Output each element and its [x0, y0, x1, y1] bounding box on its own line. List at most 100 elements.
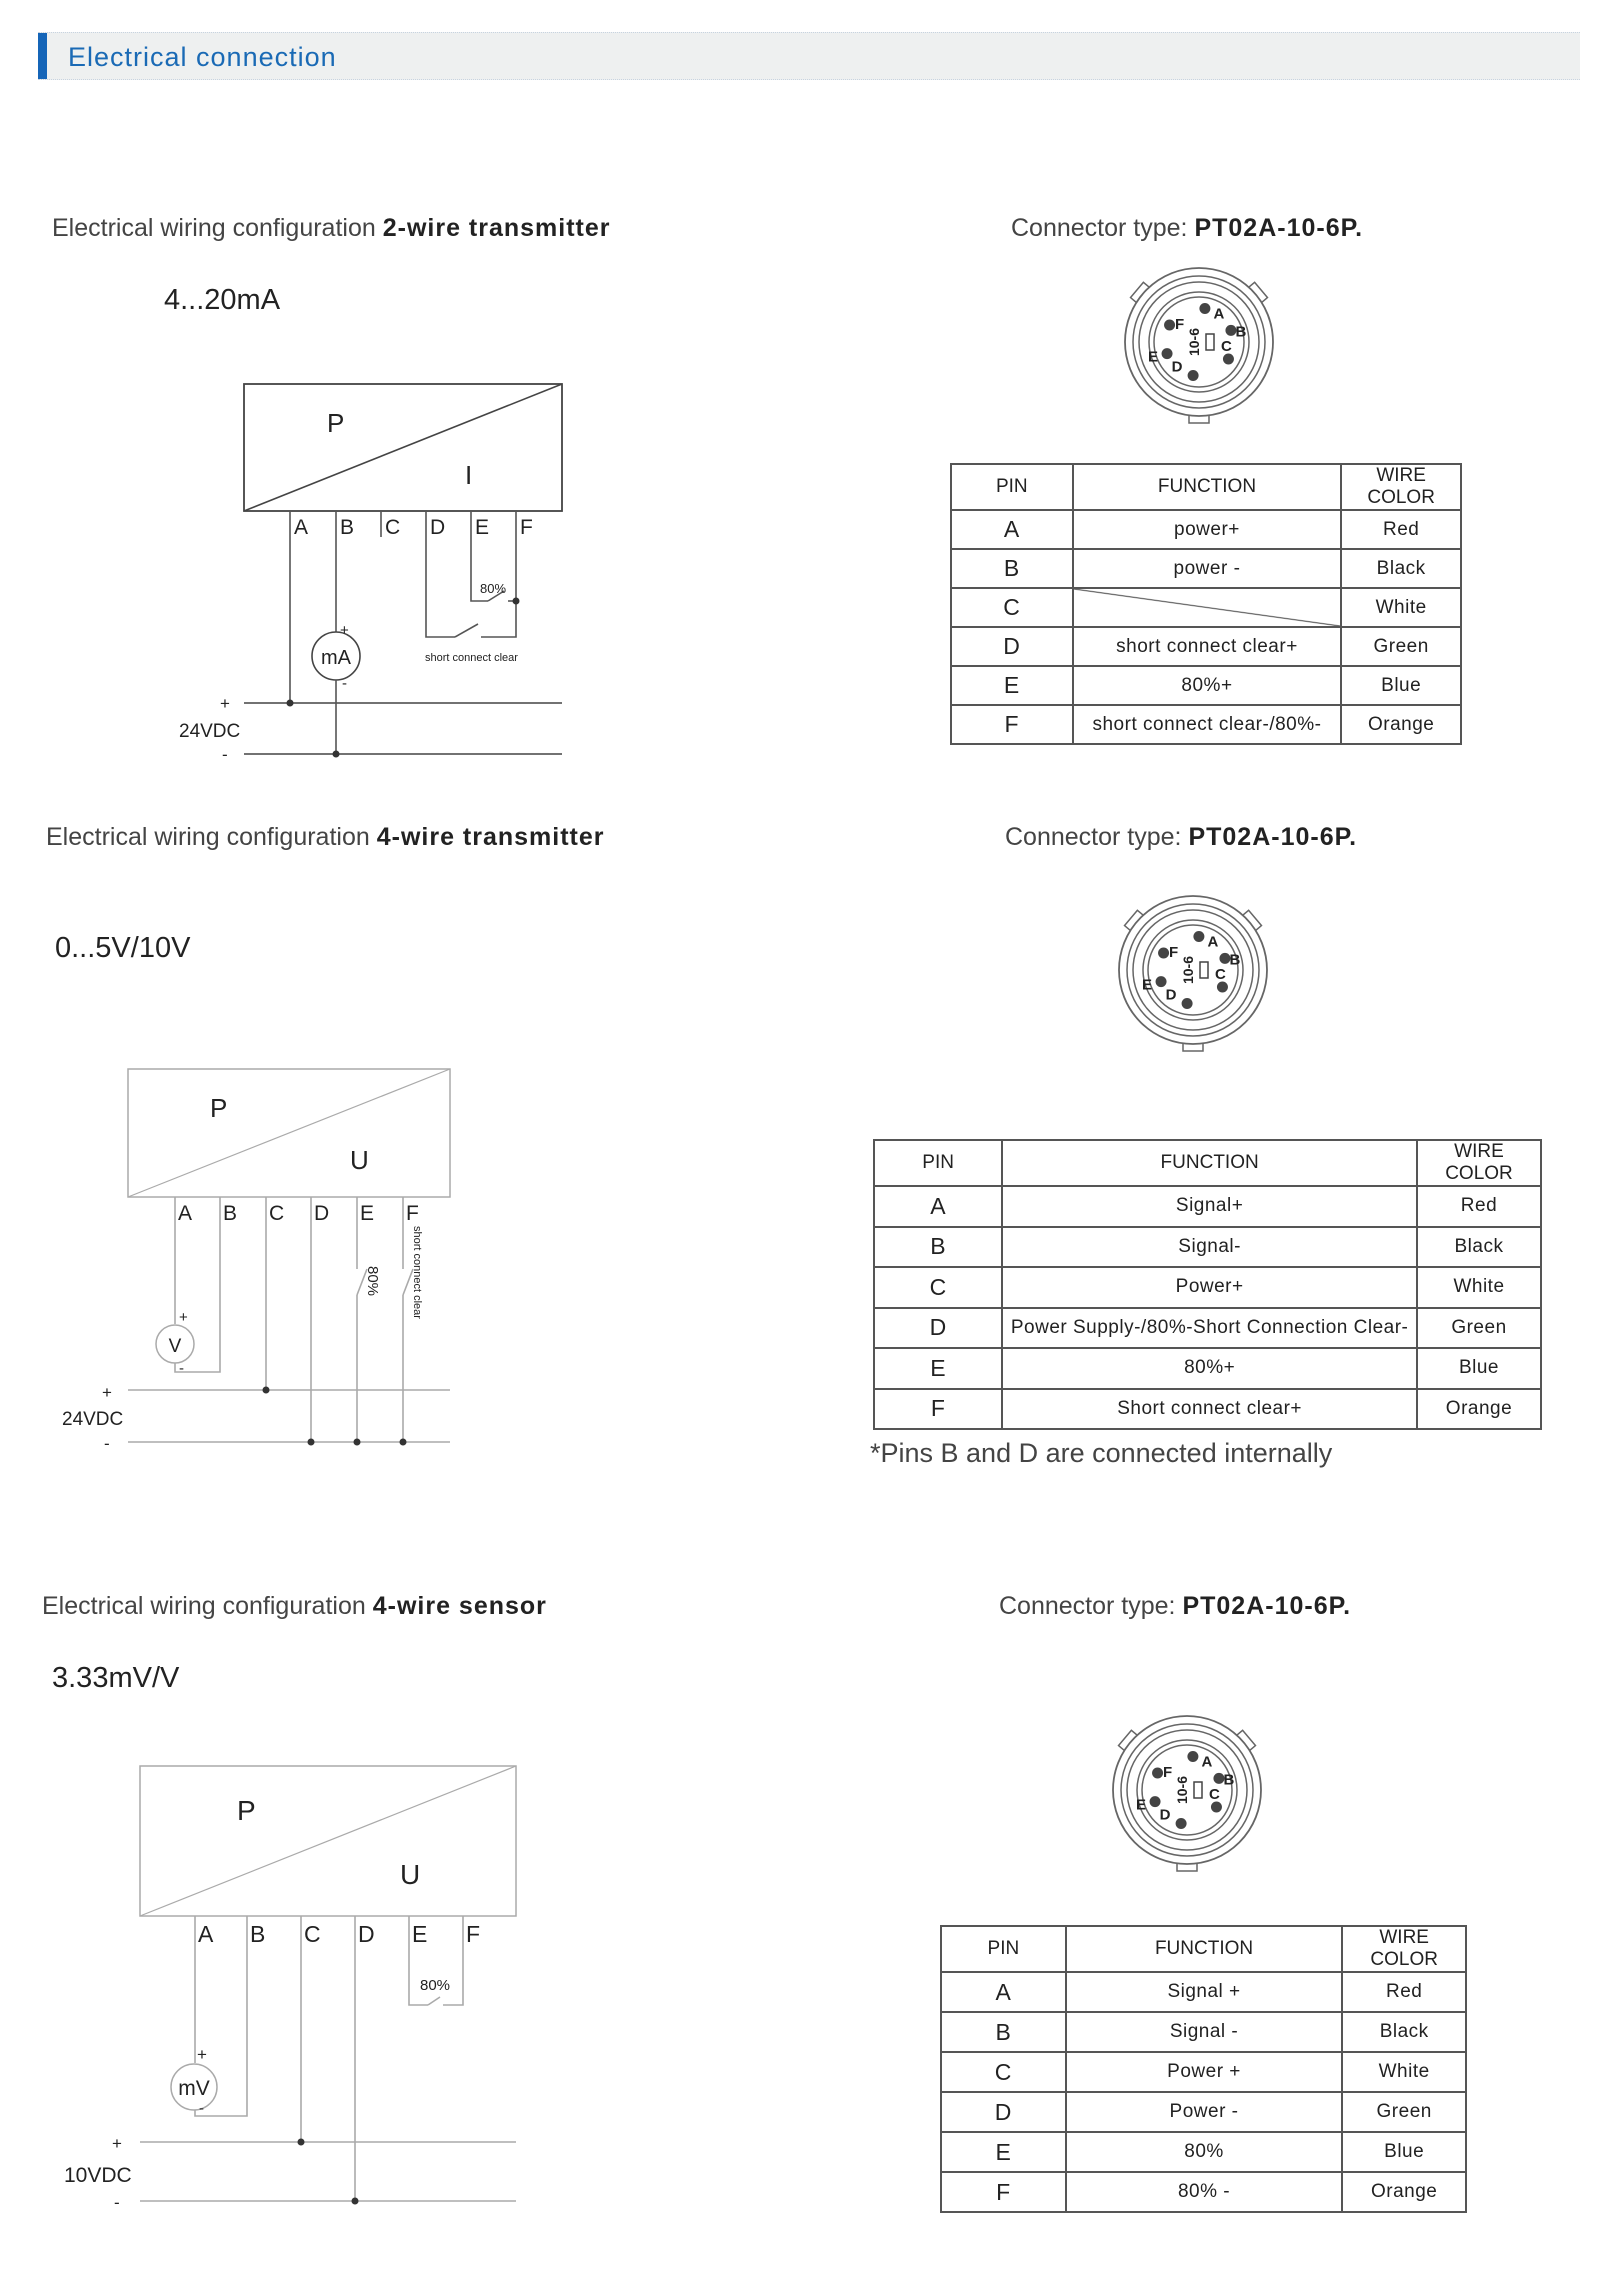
cell-function: Signal - [1064, 2011, 1344, 2053]
cell-pin: E [940, 2131, 1067, 2173]
pin-label: B [223, 1202, 237, 1225]
section-header: Electrical connection [38, 32, 1580, 80]
junction-dot [512, 597, 520, 605]
connector-ring [1132, 275, 1266, 409]
transmitter-box [243, 383, 563, 512]
connector-pin [1149, 1796, 1161, 1808]
cell-wire-color: Orange [1340, 704, 1462, 745]
connector-pin-label: A [1201, 1754, 1212, 1771]
connector-type-2: Connector type: PT02A-10-6P. [1005, 823, 1357, 852]
cell-pin: D [872, 1306, 1004, 1349]
connector-inner-ring [1136, 1739, 1238, 1841]
connector-type-1: Connector type: PT02A-10-6P. [1011, 214, 1363, 243]
cell-wire-color: Green [1341, 2091, 1467, 2133]
voltmeter-label: V [169, 1336, 182, 1357]
connector-pin [1152, 1767, 1164, 1779]
junction-dot [332, 750, 340, 758]
connector-pin [1187, 1751, 1199, 1763]
connector-pin-label: B [1236, 323, 1247, 340]
pin-label: D [314, 1202, 329, 1225]
connector-ring [1132, 909, 1254, 1031]
converter-diagonal [127, 1068, 451, 1198]
box-label-output: I [465, 460, 472, 490]
connector-pin-label: B [1224, 1771, 1235, 1788]
cell-function: Power + [1064, 2051, 1344, 2093]
junction-dot [297, 2138, 305, 2146]
connector-code: 10-6 [1174, 1776, 1190, 1804]
cell-pin: E [950, 665, 1074, 706]
heading-prefix: Electrical wiring configuration [42, 1592, 366, 1620]
cell-pin: F [940, 2171, 1067, 2213]
connector-model: PT02A-10-6P. [1182, 1592, 1352, 1620]
cell-pin: C [872, 1266, 1004, 1309]
cell-pin: A [950, 509, 1074, 550]
pin-label: C [269, 1202, 284, 1225]
cell-wire-color: White [1415, 1266, 1543, 1309]
connector-pin-label: C [1221, 338, 1232, 355]
connector-ring [1138, 281, 1260, 403]
cell-wire-color: Red [1340, 509, 1462, 550]
junction-dot [262, 1386, 270, 1394]
connector-pin-label: E [1136, 1797, 1146, 1814]
connector-pin [1155, 976, 1167, 988]
ammeter-label: mA [321, 647, 352, 669]
header-accent-bar [38, 33, 47, 79]
pin-label: A [178, 1202, 192, 1225]
cell-pin: F [872, 1387, 1004, 1430]
header-pin: PIN [872, 1139, 1004, 1187]
switch-clear-label: short connect clear [411, 1226, 423, 1319]
connector-pin [1175, 1817, 1187, 1829]
connector-pin-label: D [1166, 986, 1177, 1003]
supply-plus-sign: + [220, 694, 230, 713]
pin-label: A [294, 516, 308, 539]
header-wire-color: WIRE COLOR [1340, 463, 1462, 511]
heading-prefix: Electrical wiring configuration [46, 823, 370, 851]
cell-function: short connect clear-/80%- [1071, 704, 1343, 745]
cell-wire-color: Black [1415, 1225, 1543, 1268]
pin-label: E [412, 1921, 427, 1947]
pin-label: D [430, 516, 445, 539]
connector-pin [1222, 353, 1234, 365]
cell-function: 80%+ [1071, 665, 1343, 706]
cell-pin: F [950, 704, 1074, 745]
junction-dot [307, 1438, 315, 1446]
connector-pin [1213, 1772, 1225, 1784]
cell-function: Power+ [1001, 1266, 1418, 1309]
cell-function: power - [1071, 548, 1343, 589]
connector-pin-label: E [1148, 349, 1158, 366]
connector-pin [1199, 303, 1211, 315]
millivoltmeter-label: mV [178, 2077, 210, 2100]
header-wire-color: WIRE COLOR [1341, 1925, 1467, 1973]
connector-code: 10-6 [1186, 328, 1202, 356]
header-pin: PIN [950, 463, 1074, 511]
cell-wire-color: Red [1415, 1185, 1543, 1228]
cell-wire-color: White [1341, 2051, 1467, 2093]
wire [174, 1197, 221, 1373]
cell-pin: D [940, 2091, 1067, 2133]
pin-label: A [198, 1921, 214, 1947]
millivoltmeter-circle [170, 2063, 218, 2111]
converter-diagonal [139, 1765, 517, 1917]
cell-wire-color: Blue [1341, 2131, 1467, 2173]
connector-outer-ring [1118, 895, 1268, 1045]
supply-voltage-label: 24VDC [179, 721, 240, 742]
heading-bold: 4-wire transmitter [376, 823, 605, 851]
switch-clear-label: short connect clear [425, 652, 518, 664]
connector-pin-label: F [1163, 1764, 1172, 1781]
header-pin: PIN [940, 1925, 1067, 1973]
sensor-box [139, 1765, 517, 1917]
header-wire-color: WIRE COLOR [1415, 1139, 1543, 1187]
wire [408, 1916, 428, 2006]
meter-minus: - [199, 2100, 204, 2117]
heading-bold: 4-wire sensor [372, 1592, 547, 1620]
connector-pin [1158, 947, 1170, 959]
